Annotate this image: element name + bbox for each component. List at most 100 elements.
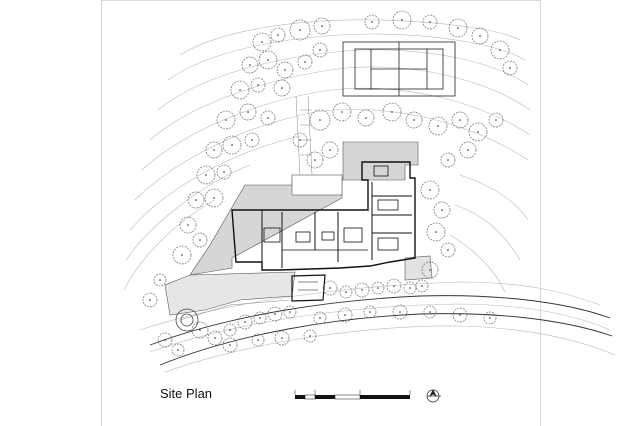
- tree-trunk-42: [299, 139, 301, 141]
- tree-trunk-30: [199, 239, 201, 241]
- tree-trunk-44: [467, 149, 469, 151]
- tree-canopy-74: [222, 337, 238, 353]
- tree-trunk-15: [319, 49, 321, 51]
- tree-canopy-28: [204, 188, 224, 208]
- tree-trunk-32: [319, 119, 321, 121]
- tree-canopy-14: [297, 54, 313, 70]
- tree-canopy-27: [187, 191, 205, 209]
- tree-trunk-29: [187, 224, 189, 226]
- tree-canopy-45: [440, 152, 456, 168]
- tree-trunk-77: [309, 335, 311, 337]
- tree-canopy-52: [339, 285, 353, 299]
- tree-canopy-46: [420, 180, 440, 200]
- frame-top-rule: [101, 0, 541, 1]
- tree-canopy-3: [313, 17, 331, 35]
- tree-canopy-26: [216, 164, 232, 180]
- plan-caption: Site Plan: [160, 386, 213, 401]
- north-arrow-icon: [426, 389, 441, 403]
- tree-trunk-37: [437, 125, 439, 127]
- tree-trunk-36: [413, 119, 415, 121]
- tree-canopy-62: [253, 311, 267, 325]
- tree-trunk-22: [213, 149, 215, 151]
- tree-trunk-28: [213, 197, 215, 199]
- tree-canopy-66: [337, 307, 353, 323]
- tree-trunk-0: [261, 41, 263, 43]
- tree-trunk-14: [304, 61, 306, 63]
- tree-trunk-40: [495, 119, 497, 121]
- tree-trunk-64: [289, 311, 291, 313]
- tree-canopy-64: [283, 305, 297, 319]
- tree-canopy-23: [222, 135, 242, 155]
- tree-canopy-12: [258, 50, 278, 70]
- tree-trunk-17: [257, 84, 259, 86]
- tree-canopy-44: [459, 141, 477, 159]
- tree-canopy-54: [371, 281, 385, 295]
- tree-canopy-47: [433, 201, 451, 219]
- tree-trunk-56: [409, 287, 411, 289]
- tree-canopy-37: [428, 116, 448, 136]
- tree-trunk-67: [369, 311, 371, 313]
- tree-canopy-6: [422, 14, 438, 30]
- tree-trunk-1: [277, 34, 279, 36]
- tree-trunk-72: [164, 339, 166, 341]
- tree-trunk-68: [399, 311, 401, 313]
- tree-trunk-51: [329, 287, 331, 289]
- tree-trunk-16: [239, 89, 241, 91]
- tree-trunk-48: [435, 231, 437, 233]
- tree-trunk-8: [479, 35, 481, 37]
- round-feature: [175, 308, 199, 332]
- frame-left-rule: [101, 0, 102, 426]
- tree-canopy-29: [179, 216, 197, 234]
- tree-canopy-55: [386, 278, 402, 294]
- garage-annex: [291, 274, 326, 302]
- tree-canopy-35: [382, 102, 402, 122]
- tree-trunk-47: [441, 209, 443, 211]
- tree-canopy-25: [196, 165, 216, 185]
- tree-canopy-8: [471, 27, 489, 45]
- tree-trunk-50: [429, 269, 431, 271]
- tree-trunk-65: [319, 317, 321, 319]
- tree-trunk-60: [229, 329, 231, 331]
- tree-canopy-31: [172, 245, 192, 265]
- tree-canopy-13: [276, 61, 294, 79]
- tree-canopy-68: [392, 304, 408, 320]
- tree-trunk-20: [247, 111, 249, 113]
- tree-trunk-70: [459, 314, 461, 316]
- tree-trunk-71: [489, 317, 491, 319]
- terrace-paving: [164, 141, 433, 316]
- tree-trunk-3: [321, 25, 323, 27]
- tree-trunk-23: [231, 144, 233, 146]
- tree-trunk-53: [361, 289, 363, 291]
- tree-trunk-46: [429, 189, 431, 191]
- tree-trunk-74: [229, 344, 231, 346]
- tree-trunk-24: [251, 139, 253, 141]
- tree-canopy-30: [192, 232, 208, 248]
- tree-canopy-43: [306, 151, 324, 169]
- tree-canopy-57: [415, 279, 429, 293]
- tree-canopy-61: [237, 314, 253, 330]
- tree-canopy-15: [312, 42, 328, 58]
- scale-bar-icon: [294, 390, 411, 400]
- tree-canopy-51: [322, 280, 338, 296]
- tree-trunk-38: [459, 119, 461, 121]
- tree-canopy-7: [448, 18, 468, 38]
- tree-canopy-19: [216, 110, 236, 130]
- tree-canopy-40: [488, 112, 504, 128]
- tree-trunk-21: [267, 117, 269, 119]
- tree-trunk-35: [391, 111, 393, 113]
- tree-trunk-11: [249, 64, 251, 66]
- tree-canopy-69: [423, 305, 437, 319]
- tree-trunk-34: [365, 117, 367, 119]
- tree-canopy-32: [309, 109, 331, 131]
- tree-trunk-63: [274, 313, 276, 315]
- tree-trunk-41: [329, 149, 331, 151]
- tree-trunk-6: [429, 21, 431, 23]
- tree-trunk-62: [259, 317, 261, 319]
- tree-canopy-42: [292, 132, 308, 148]
- tree-canopy-41: [321, 141, 339, 159]
- tree-canopy-39: [468, 122, 488, 142]
- tree-canopy-73: [171, 343, 185, 357]
- tree-trunk-2: [299, 29, 301, 31]
- topographic-contours: [123, 19, 616, 373]
